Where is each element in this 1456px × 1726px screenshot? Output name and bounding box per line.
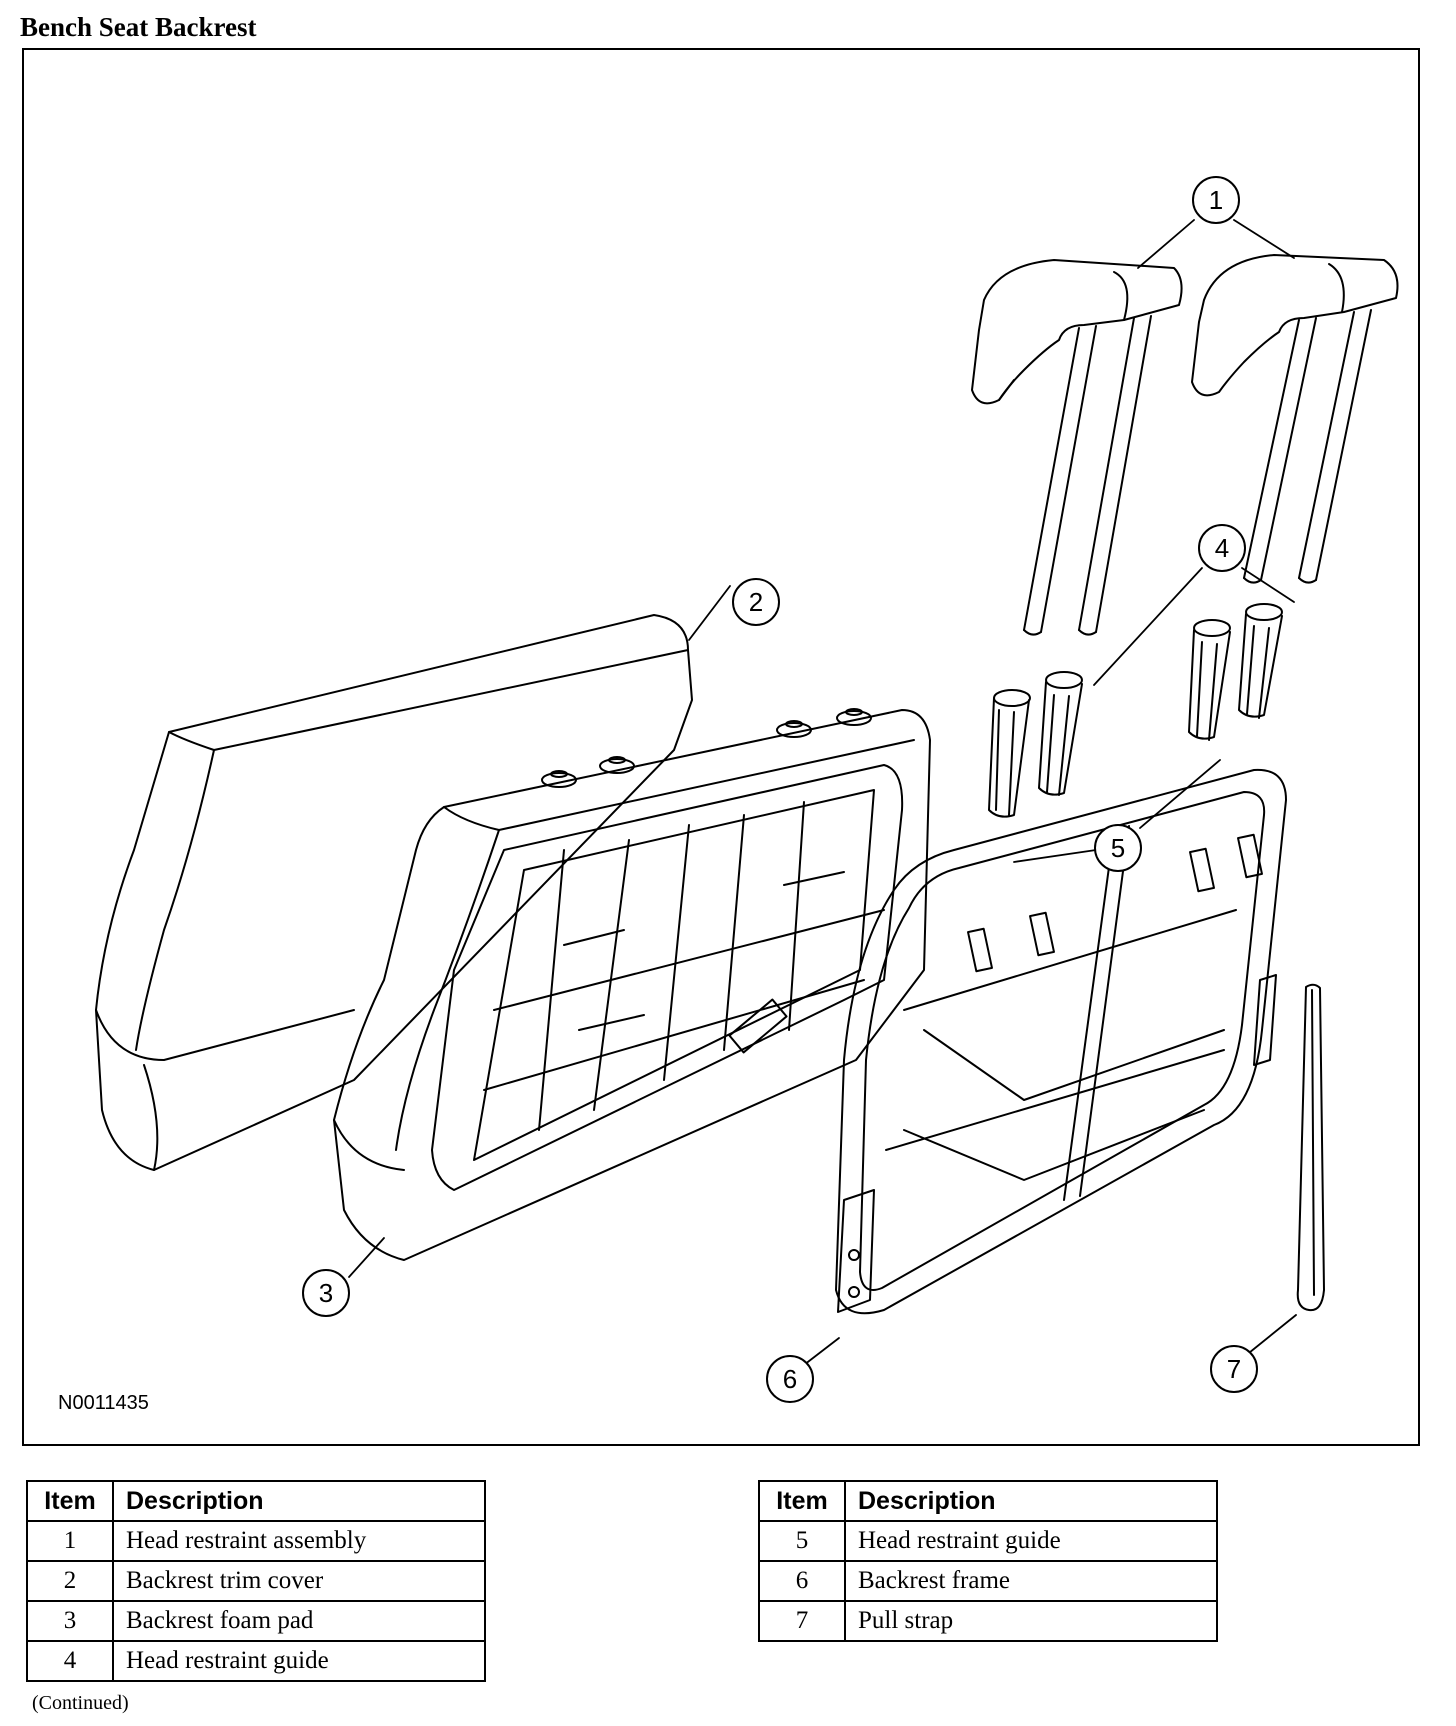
item-description: Head restraint assembly	[112, 1520, 486, 1562]
item-description: Backrest foam pad	[112, 1600, 486, 1642]
column-header-item: Item	[26, 1480, 114, 1522]
table-row: 6 Backrest frame	[758, 1560, 1218, 1602]
column-header-description: Description	[112, 1480, 486, 1522]
item-description: Backrest frame	[844, 1560, 1218, 1602]
callout-1: 1	[1192, 176, 1240, 224]
page-title: Bench Seat Backrest	[20, 12, 257, 42]
figure-id: N0011435	[58, 1392, 149, 1414]
table-header-row: Item Description	[26, 1480, 486, 1522]
item-description: Head restraint guide	[844, 1520, 1218, 1562]
head-restraint-drawing-left	[971, 259, 1183, 636]
item-number: 7	[758, 1600, 846, 1642]
callout-3: 3	[302, 1269, 350, 1317]
column-header-item: Item	[758, 1480, 846, 1522]
svg-text:4: 4	[1215, 533, 1229, 563]
svg-text:3: 3	[319, 1278, 333, 1308]
callout-6: 6	[766, 1355, 814, 1403]
table-row: 2 Backrest trim cover	[26, 1560, 486, 1602]
item-number: 1	[26, 1520, 114, 1562]
diagram-canvas: 1 2 3 4 5 6 7	[95, 176, 1399, 1403]
exploded-diagram: 1 2 3 4 5 6 7 N0011435	[22, 48, 1420, 1446]
leader-lines	[348, 219, 1297, 1369]
callout-7: 7	[1210, 1345, 1258, 1393]
legend-table-right: Item Description 5 Head restraint guide …	[758, 1480, 1218, 1642]
table-row: 3 Backrest foam pad	[26, 1600, 486, 1642]
backrest-trim-cover-drawing	[95, 614, 693, 1171]
pull-strap-drawing	[1296, 983, 1325, 1312]
item-description: Pull strap	[844, 1600, 1218, 1642]
continued-note: (Continued)	[32, 1692, 129, 1714]
head-restraint-drawing-right	[1191, 254, 1399, 584]
legend-table-left: Item Description 1 Head restraint assemb…	[26, 1480, 486, 1682]
column-header-description: Description	[844, 1480, 1218, 1522]
item-description: Head restraint guide	[112, 1640, 486, 1682]
item-number: 3	[26, 1600, 114, 1642]
callout-4: 4	[1198, 524, 1246, 572]
table-row: 1 Head restraint assembly	[26, 1520, 486, 1562]
head-restraint-guides-drawing	[988, 603, 1283, 818]
svg-text:2: 2	[749, 587, 763, 617]
item-number: 6	[758, 1560, 846, 1602]
item-description: Backrest trim cover	[112, 1560, 486, 1602]
item-number: 2	[26, 1560, 114, 1602]
svg-text:5: 5	[1111, 833, 1125, 863]
callout-2: 2	[732, 578, 780, 626]
table-header-row: Item Description	[758, 1480, 1218, 1522]
table-row: 5 Head restraint guide	[758, 1520, 1218, 1562]
svg-text:6: 6	[783, 1364, 797, 1394]
backrest-frame-drawing	[835, 768, 1287, 1315]
table-row: 4 Head restraint guide	[26, 1640, 486, 1682]
callout-5: 5	[1094, 824, 1142, 872]
item-number: 4	[26, 1640, 114, 1682]
svg-text:1: 1	[1209, 185, 1223, 215]
item-number: 5	[758, 1520, 846, 1562]
table-row: 7 Pull strap	[758, 1600, 1218, 1642]
svg-text:7: 7	[1227, 1354, 1241, 1384]
